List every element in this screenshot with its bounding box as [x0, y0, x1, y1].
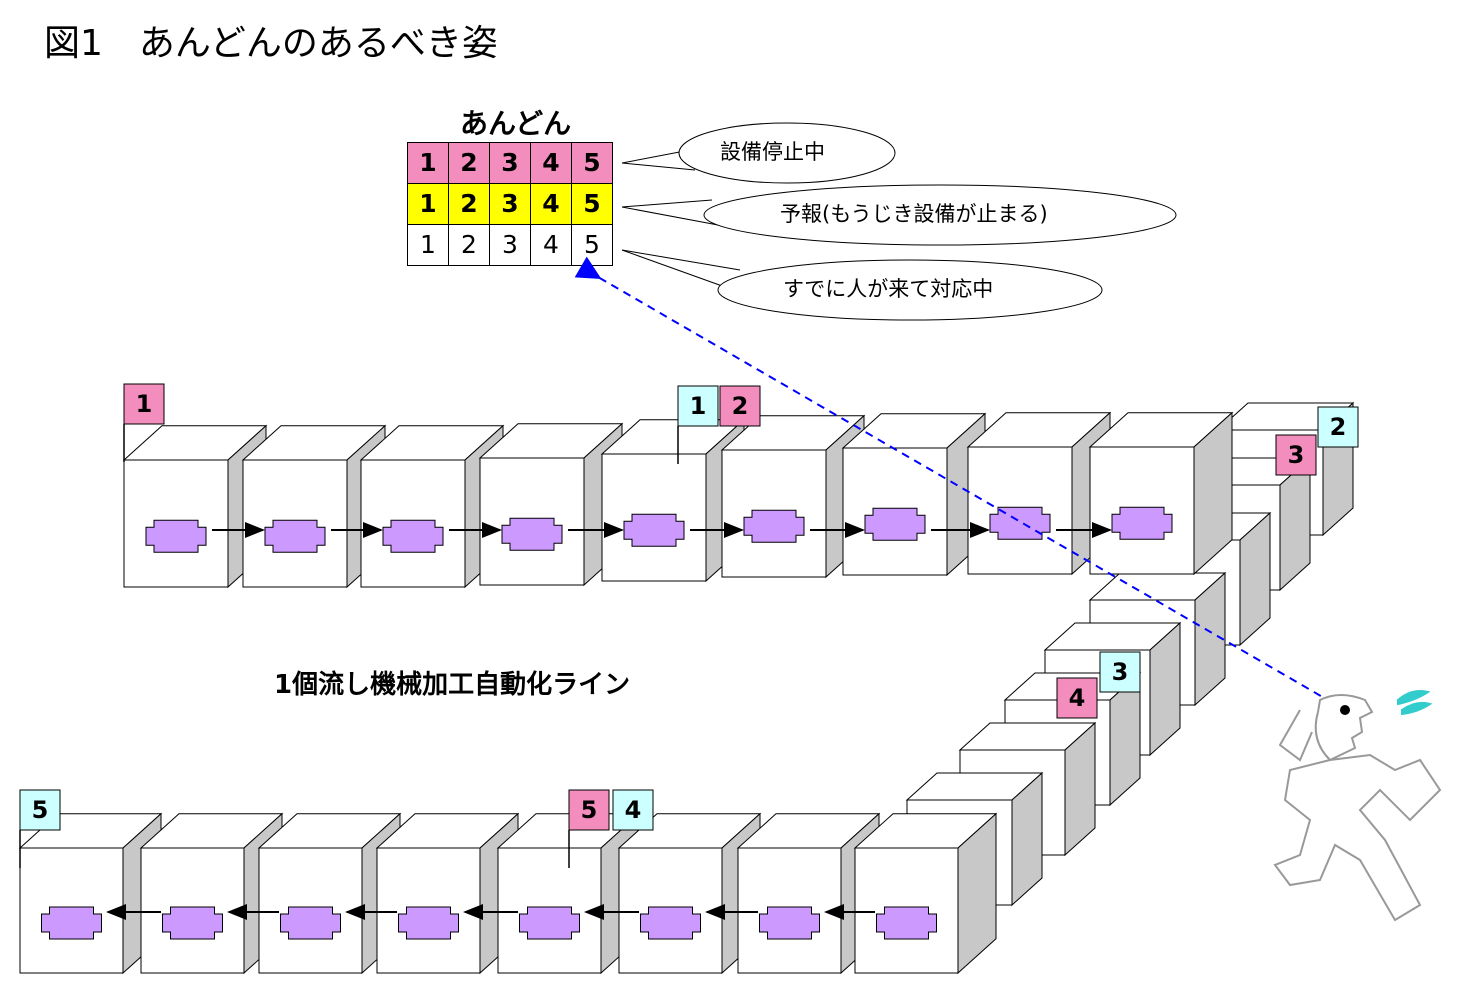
andon-flag-label: 4 — [1069, 684, 1086, 712]
andon-flag: 4 — [1056, 677, 1098, 719]
andon-flag-label: 1 — [136, 390, 153, 418]
andon-flag-label: 5 — [581, 796, 598, 824]
operator-figure — [1273, 690, 1442, 922]
callout-responding-text: すでに人が来て対応中 — [783, 277, 993, 301]
andon-row-stop: 1 2 3 4 5 — [407, 142, 613, 184]
workpiece — [264, 519, 326, 553]
andon-lamp: 2 — [448, 224, 490, 266]
andon-row-responding: 1 2 3 4 5 — [407, 224, 613, 266]
andon-row-warning: 1 2 3 4 5 — [407, 183, 613, 225]
workpiece — [41, 906, 102, 940]
andon-flag: 2 — [719, 385, 761, 427]
andon-lamp: 3 — [489, 142, 531, 184]
andon-lamp: 5 — [571, 142, 613, 184]
workpiece — [145, 519, 207, 553]
andon-lamp: 4 — [530, 224, 572, 266]
andon-lamp: 1 — [407, 142, 449, 184]
andon-flag-label: 4 — [625, 796, 642, 824]
callout-warning-text: 予報(もうじき設備が止まる) — [780, 202, 1048, 226]
callout-warning: 予報(もうじき設備が止まる) — [621, 184, 1177, 246]
andon-board: 1 2 3 4 5 1 2 3 4 5 1 2 3 4 5 — [407, 142, 613, 266]
andon-flag: 5 — [19, 789, 61, 868]
andon-lamp: 1 — [407, 183, 449, 225]
workpiece — [864, 507, 926, 541]
andon-lamp: 5 — [571, 183, 613, 225]
workpiece — [876, 906, 937, 940]
machine-unit — [841, 412, 987, 577]
machine-unit — [18, 812, 163, 975]
andon-flag-label: 1 — [690, 392, 707, 420]
machine-unit — [478, 422, 624, 587]
workpiece — [623, 513, 685, 547]
machine-unit — [375, 812, 520, 975]
machine-unit — [966, 411, 1112, 576]
andon-flag: 3 — [1275, 434, 1317, 476]
andon-lamp: 4 — [530, 183, 572, 225]
andon-flag: 2 — [1317, 406, 1359, 448]
andon-lamp: 3 — [489, 224, 531, 266]
andon-lamp: 2 — [448, 183, 490, 225]
andon-flag: 5 — [568, 789, 610, 868]
workpiece — [519, 906, 580, 940]
workpiece — [382, 519, 444, 553]
line-label: 1個流し機械加工自動化ライン — [274, 670, 631, 700]
workpiece — [759, 906, 820, 940]
workpiece — [280, 906, 341, 940]
workpiece — [743, 509, 805, 543]
machine-unit — [853, 812, 998, 975]
callout-responding: すでに人が来て対応中 — [621, 249, 1103, 321]
workpiece — [162, 906, 223, 940]
andon-flag: 3 — [1099, 651, 1141, 693]
andon-flag: 1 — [123, 383, 165, 462]
andon-flag-label: 5 — [32, 796, 49, 824]
workpiece — [640, 906, 701, 940]
andon-flag-label: 3 — [1112, 658, 1129, 686]
flow-arrows — [106, 522, 1112, 920]
callout-stop: 設備停止中 — [621, 122, 896, 184]
andon-flag: 4 — [612, 789, 654, 831]
workpiece — [398, 906, 459, 940]
andon-title: あんどん — [460, 107, 572, 140]
andon-lamp: 1 — [407, 224, 449, 266]
figure-title: 図1 あんどんのあるべき姿 — [44, 23, 498, 64]
andon-flag: 1 — [677, 385, 719, 464]
callout-stop-text: 設備停止中 — [720, 140, 825, 164]
andon-flag-label: 2 — [732, 392, 749, 420]
workpiece — [1111, 506, 1173, 540]
andon-flag-label: 3 — [1288, 441, 1305, 469]
workpiece — [501, 517, 563, 551]
sight-line — [574, 256, 1346, 711]
andon-lamp: 4 — [530, 142, 572, 184]
machine-line — [18, 401, 1355, 975]
andon-lamp: 2 — [448, 142, 490, 184]
machine-unit — [1088, 411, 1234, 576]
andon-flag-label: 2 — [1330, 413, 1347, 441]
